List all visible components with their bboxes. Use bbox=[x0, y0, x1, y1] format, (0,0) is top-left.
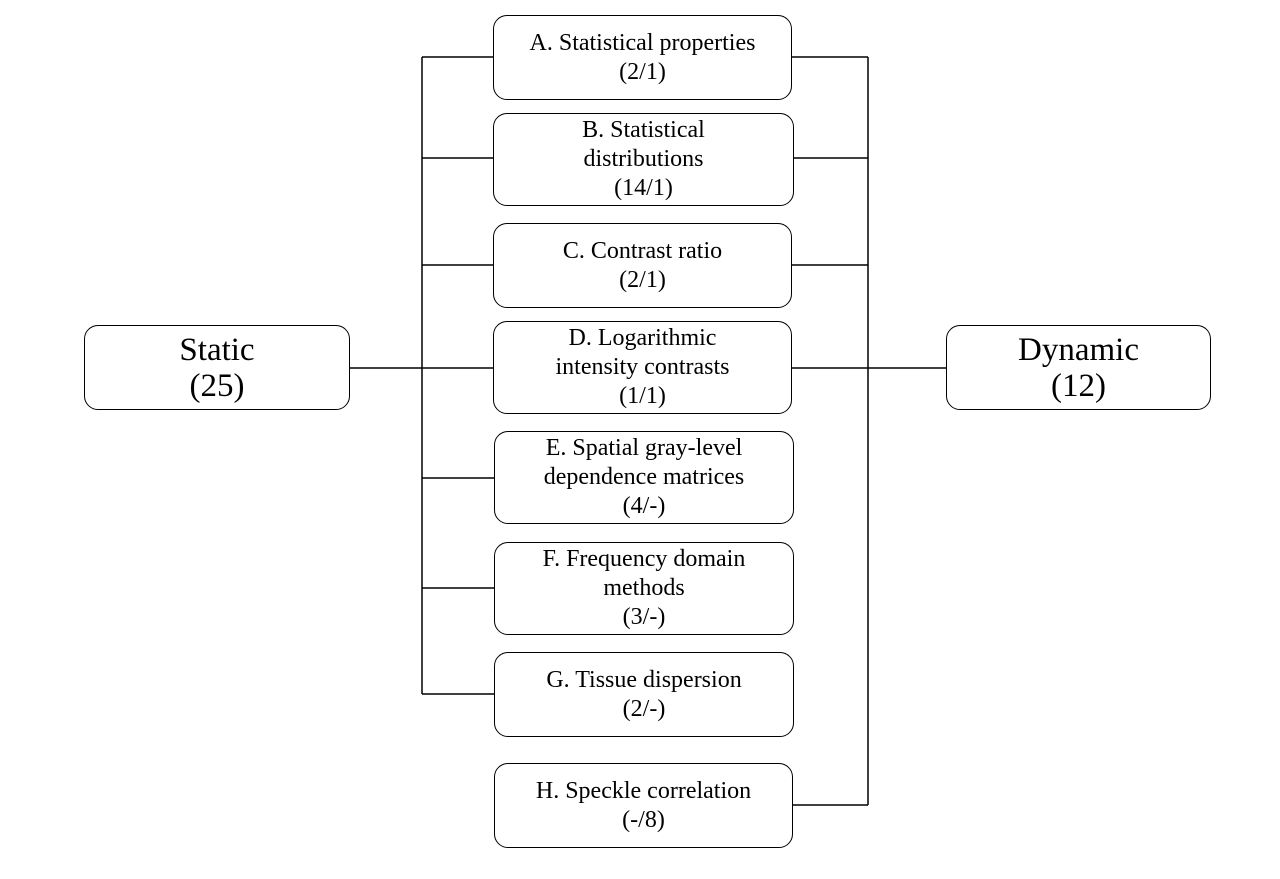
category-label: C. Contrast ratio bbox=[562, 237, 723, 264]
dynamic-node: Dynamic (12) bbox=[946, 325, 1211, 410]
dynamic-count: (12) bbox=[1051, 367, 1106, 404]
category-node-f: F. Frequency domain methods (3/-) bbox=[494, 542, 794, 635]
category-node-c: C. Contrast ratio (2/1) bbox=[493, 223, 792, 308]
category-count: (1/1) bbox=[619, 383, 666, 409]
category-count: (2/1) bbox=[619, 58, 666, 85]
category-count: (14/1) bbox=[614, 175, 673, 201]
category-label: G. Tissue dispersion bbox=[546, 666, 742, 693]
category-count: (2/-) bbox=[622, 695, 666, 722]
category-label: D. Logarithmic intensity contrasts bbox=[555, 325, 730, 380]
category-label: F. Frequency domain methods bbox=[542, 546, 746, 601]
static-node: Static (25) bbox=[84, 325, 350, 410]
category-count: (3/-) bbox=[622, 604, 666, 630]
dynamic-label: Dynamic bbox=[1018, 331, 1139, 368]
category-node-g: G. Tissue dispersion (2/-) bbox=[494, 652, 794, 737]
category-label: A. Statistical properties bbox=[529, 29, 756, 56]
category-node-e: E. Spatial gray-level dependence matrice… bbox=[494, 431, 794, 524]
category-node-a: A. Statistical properties (2/1) bbox=[493, 15, 792, 100]
static-label: Static bbox=[179, 331, 255, 368]
category-node-d: D. Logarithmic intensity contrasts (1/1) bbox=[493, 321, 792, 414]
static-count: (25) bbox=[189, 367, 245, 404]
category-count: (4/-) bbox=[622, 493, 666, 519]
category-count: (-/8) bbox=[622, 806, 665, 833]
category-node-b: B. Statistical distributions (14/1) bbox=[493, 113, 794, 206]
category-label: E. Spatial gray-level dependence matrice… bbox=[543, 435, 745, 490]
category-node-h: H. Speckle correlation (-/8) bbox=[494, 763, 793, 848]
category-label: H. Speckle correlation bbox=[535, 777, 752, 804]
category-count: (2/1) bbox=[619, 266, 666, 293]
category-label: B. Statistical distributions bbox=[582, 117, 705, 172]
